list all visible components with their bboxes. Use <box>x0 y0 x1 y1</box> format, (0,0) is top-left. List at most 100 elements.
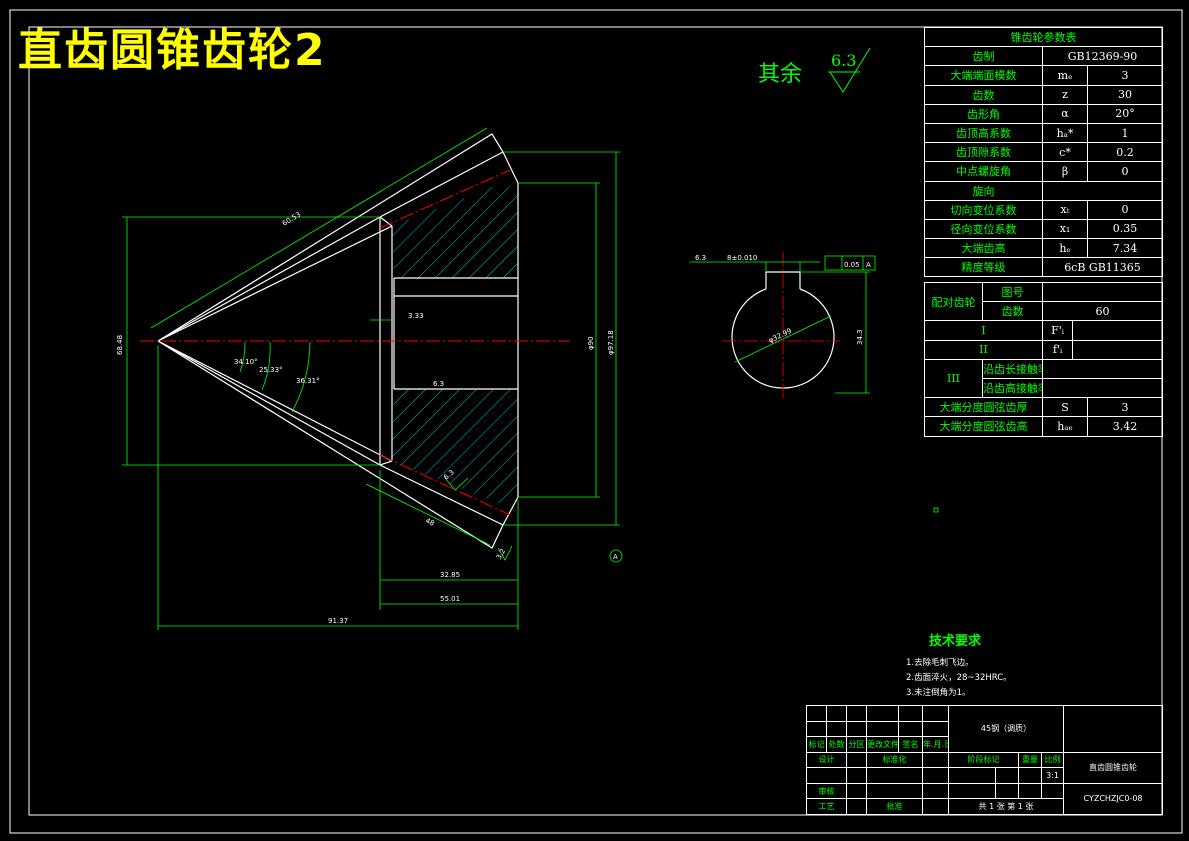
outer-frame <box>9 9 1183 834</box>
param-symbol: β <box>1042 161 1088 182</box>
tb-designer: 设计 <box>806 751 847 769</box>
param-value: 1 <box>1087 122 1163 144</box>
end-view: 6.3 8±0.010 0.05 A φ32.99 34.3 <box>690 252 876 400</box>
param-value: 3 <box>1087 65 1163 86</box>
param-value: 3.42 <box>1086 416 1164 437</box>
param-table-title: 锥齿轮参数表 <box>924 26 1163 48</box>
param-name: 大端分度圆弦齿高 <box>924 416 1043 437</box>
group1-label: I <box>924 320 1043 341</box>
marker-square-icon <box>933 507 939 513</box>
tb-date: 年.月.日 <box>922 736 949 753</box>
tb-scale-label: 比例 <box>1041 751 1064 769</box>
param-symbol: hₐₑ <box>1042 416 1088 437</box>
param-name: 大端端面模数 <box>924 65 1043 86</box>
tol-frame-value: 0.05 <box>844 261 860 269</box>
tb-mark: 标记 <box>806 736 827 753</box>
dim-offset: 3.33 <box>408 312 424 320</box>
param-name: 齿顶隙系数 <box>924 142 1043 163</box>
param-value: GB12369-90 <box>1042 46 1163 67</box>
dim-length1: 32.85 <box>440 571 460 579</box>
param-value: 0.35 <box>1087 218 1163 240</box>
material: 45钢（调质） <box>948 705 1064 753</box>
tb-change-no: 更改文件号 <box>866 736 899 753</box>
dim-dia-left: 68.48 <box>116 335 124 355</box>
key-rough: 6.3 <box>695 254 706 262</box>
param-symbol: hₐ* <box>1042 122 1088 144</box>
dim-angle3: 36.31° <box>296 377 320 385</box>
dim-face-width: 48 <box>424 517 436 528</box>
lower-hatch <box>392 389 518 505</box>
param-name: 大端分度圆弦齿厚 <box>924 397 1043 418</box>
tb-sign: 签名 <box>898 736 923 753</box>
roughness-value: 6.3 <box>831 51 857 70</box>
part-code: CYZCHZJC0-08 <box>1063 782 1163 816</box>
param-value: 20° <box>1087 103 1163 124</box>
tech-req-title: 技术要求 <box>929 634 982 649</box>
tb-zone: 分区 <box>846 736 867 753</box>
tech-req-item: 1.去除毛刺飞边。 <box>906 658 974 668</box>
param-name: 齿制 <box>924 46 1043 67</box>
gear-section-view <box>140 133 570 549</box>
param-symbol: xₜ <box>1042 199 1088 220</box>
param-symbol: z <box>1042 84 1088 105</box>
tb-approve: 批准 <box>866 798 923 815</box>
drawing-title: 直齿圆锥齿轮2 <box>18 25 327 76</box>
param-value: 0 <box>1087 199 1163 220</box>
title-block: 45钢（调质） 标记处数分区更改文件号签名年.月.日 设计标准化阶段标记重量比例… <box>806 705 1163 816</box>
param-name: 径向变位系数 <box>924 218 1043 240</box>
dim-angle2: 25.33° <box>259 366 283 374</box>
param-value: 30 <box>1087 84 1163 105</box>
group2-label: II <box>924 339 1043 360</box>
part-name: 直齿圆锥齿轮 <box>1063 751 1163 784</box>
param-name: 齿数 <box>924 84 1043 105</box>
dim-inner-rough: 6.3 <box>433 380 444 388</box>
tb-sheets: 共 1 张 第 1 张 <box>948 798 1064 815</box>
tb-weight: 重量 <box>1018 751 1042 769</box>
param-name: 切向变位系数 <box>924 199 1043 220</box>
param-value: 0 <box>1087 161 1163 182</box>
keyway-depth: 34.3 <box>856 329 864 345</box>
param-value <box>1042 180 1163 201</box>
mating-drawing-no <box>1041 281 1164 303</box>
param-name: 精度等级 <box>924 257 1043 278</box>
tb-review: 审核 <box>806 782 847 800</box>
param-symbol: hₑ <box>1042 238 1088 259</box>
tb-process: 工艺 <box>806 798 847 815</box>
group3-row1: 沿齿长接触率 <box>982 358 1043 379</box>
datum-a-label: A <box>613 553 618 561</box>
dim-cone-slant: 60.53 <box>281 211 302 228</box>
group3-row2: 沿齿高接触率 <box>982 377 1043 399</box>
dim-dia-right2: φ97.18 <box>607 330 615 355</box>
param-name: 齿形角 <box>924 103 1043 124</box>
param-symbol: α <box>1042 103 1088 124</box>
group2-value <box>1071 339 1164 360</box>
tb-scale: 3:1 <box>1041 767 1064 784</box>
dim-dia-right1: φ90 <box>587 336 595 350</box>
param-value: 0.2 <box>1087 142 1163 163</box>
tb-count: 处数 <box>826 736 847 753</box>
dim-length2: 55.01 <box>440 595 460 603</box>
group3-value2 <box>1041 377 1164 399</box>
tb-standardize: 标准化 <box>866 751 923 769</box>
param-name: 中点螺旋角 <box>924 161 1043 182</box>
tech-req-item: 3.未注倒角为1。 <box>906 688 971 698</box>
param-value: 6cB GB11365 <box>1042 257 1163 278</box>
tol-frame-datum: A <box>866 261 871 269</box>
tech-req-item: 2.齿面淬火，28~32HRC。 <box>906 673 1012 683</box>
keyway-tol: 8±0.010 <box>727 254 757 262</box>
group1-symbol: F'ᵢ <box>1042 320 1073 341</box>
bore-dia: φ32.99 <box>767 327 793 345</box>
param-symbol: x₁ <box>1042 218 1088 240</box>
group3-value1 <box>1041 358 1164 379</box>
mating-teeth-label: 齿数 <box>982 301 1043 322</box>
param-symbol: mₑ <box>1042 65 1088 86</box>
param-value: 3 <box>1086 397 1164 418</box>
param-symbol: S <box>1042 397 1088 418</box>
dimension-lines <box>122 127 623 630</box>
group3-label: III <box>924 358 983 399</box>
group1-value <box>1071 320 1164 341</box>
dim-length3: 91.37 <box>328 617 348 625</box>
param-value: 7.34 <box>1087 238 1163 259</box>
